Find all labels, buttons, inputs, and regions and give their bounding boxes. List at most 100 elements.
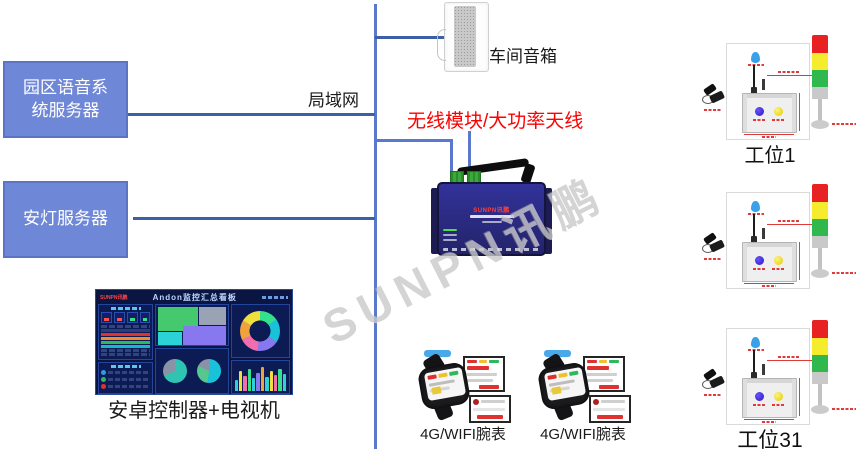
bar (243, 375, 247, 391)
box-top-strip (743, 379, 796, 383)
wireless-module-image (437, 182, 546, 256)
dashboard-right-column (230, 304, 290, 394)
table-row-green (101, 341, 151, 344)
bar (234, 379, 238, 391)
dashboard-list-panel (98, 362, 154, 394)
dashboard-header: SUNPN讯鹏 Andon监控汇总看板 (98, 292, 290, 303)
controller-label: 安卓控制器+电视机 (108, 400, 280, 422)
box-flange (792, 243, 796, 281)
tower-light-red (812, 320, 828, 338)
tower-base (811, 269, 829, 278)
station-antenna-icon (753, 350, 755, 375)
donut-ring (240, 311, 281, 351)
dimension-line (799, 242, 800, 280)
annotation-line (767, 224, 815, 225)
pie-chart (163, 359, 188, 383)
dimension-line (799, 93, 800, 131)
tower-light-base-seg (812, 236, 828, 248)
watch-app-screen (463, 356, 505, 392)
dimension-line (744, 419, 794, 420)
station-antenna-base (751, 87, 757, 94)
dashboard-brand: SUNPN讯鹏 (100, 295, 128, 301)
andon-server-label: 安灯服务器 (23, 209, 108, 229)
tower-light-yellow (812, 338, 828, 355)
dimension-line (744, 283, 794, 284)
station-label: 工位31 (737, 429, 803, 449)
dashboard-body (98, 304, 290, 394)
table-row (101, 325, 151, 328)
tower-light-red (812, 35, 828, 53)
station-antenna-base (751, 372, 757, 379)
campus-server-line (128, 113, 375, 116)
dimension-line (799, 378, 800, 416)
treemap-block (158, 332, 183, 345)
dashboard-left-column (98, 304, 154, 394)
list-row (101, 384, 151, 389)
andon-server-line (133, 217, 375, 220)
speaker-branch-line (375, 36, 456, 39)
bar (273, 374, 278, 391)
tower-pole (818, 248, 822, 272)
call-button-box (742, 93, 797, 133)
station-unit-1: 工位1 (700, 35, 860, 169)
bar (238, 371, 243, 391)
table-row (101, 329, 151, 332)
module-port-labels (443, 248, 539, 251)
treemap-block (199, 307, 227, 325)
watch-unit-2 (528, 347, 638, 425)
panel-title-bar (110, 365, 141, 368)
yellow-call-button (774, 107, 783, 116)
module-mount-ear (431, 188, 439, 254)
workshop-speaker-image (437, 2, 489, 72)
box-flange (743, 94, 747, 132)
dashboard-donut-chart (230, 304, 290, 358)
table-row-orange (101, 337, 151, 340)
box-top-strip (743, 243, 796, 247)
box-flange (743, 243, 747, 281)
module-brand-text: SUNPN讯鹏 (473, 208, 510, 214)
yellow-call-button (774, 256, 783, 265)
wireless-module-label: 无线模块/大功率天线 (407, 111, 584, 132)
bar (278, 369, 282, 391)
watch-app-screen (589, 395, 631, 423)
speaker-grille (454, 6, 476, 67)
module-led-row (443, 229, 457, 231)
module-model-text (470, 215, 514, 218)
campus-voice-server-label: 园区语音系统服务器 (23, 77, 108, 120)
dashboard-datetime (262, 296, 288, 299)
module-led-row (443, 239, 457, 241)
treemap-block (183, 326, 227, 345)
table-row (101, 349, 151, 352)
wireless-pointer-line (468, 131, 471, 184)
table-row-cyan (101, 345, 151, 348)
caller-person-icon (751, 337, 760, 348)
yellow-call-button (774, 392, 783, 401)
stat-chip (126, 312, 138, 323)
module-subtext (482, 221, 502, 223)
station-antenna-icon (753, 214, 755, 239)
tower-pole (818, 384, 822, 408)
tower-light-green (812, 355, 828, 372)
call-button-box (742, 378, 797, 418)
bar (282, 373, 286, 391)
station-connector (762, 79, 765, 90)
box-flange (792, 379, 796, 417)
stat-chip (101, 312, 112, 323)
caller-person-icon (751, 201, 760, 212)
station-antenna-base (751, 236, 757, 243)
dashboard-pie-charts (155, 348, 229, 394)
watch-label-2: 4G/WIFI腕表 (540, 426, 626, 443)
station-connector (762, 364, 765, 375)
bar (247, 368, 252, 391)
station-connector (762, 228, 765, 239)
caller-person-icon (751, 52, 760, 63)
blue-call-button (755, 392, 764, 401)
module-mount-ear (544, 188, 552, 254)
lan-label: 局域网 (308, 91, 359, 110)
annotation-line (767, 360, 815, 361)
tower-light-yellow (812, 53, 828, 70)
bar (252, 378, 256, 391)
tower-light-base-seg (812, 372, 828, 384)
bar (256, 372, 260, 391)
